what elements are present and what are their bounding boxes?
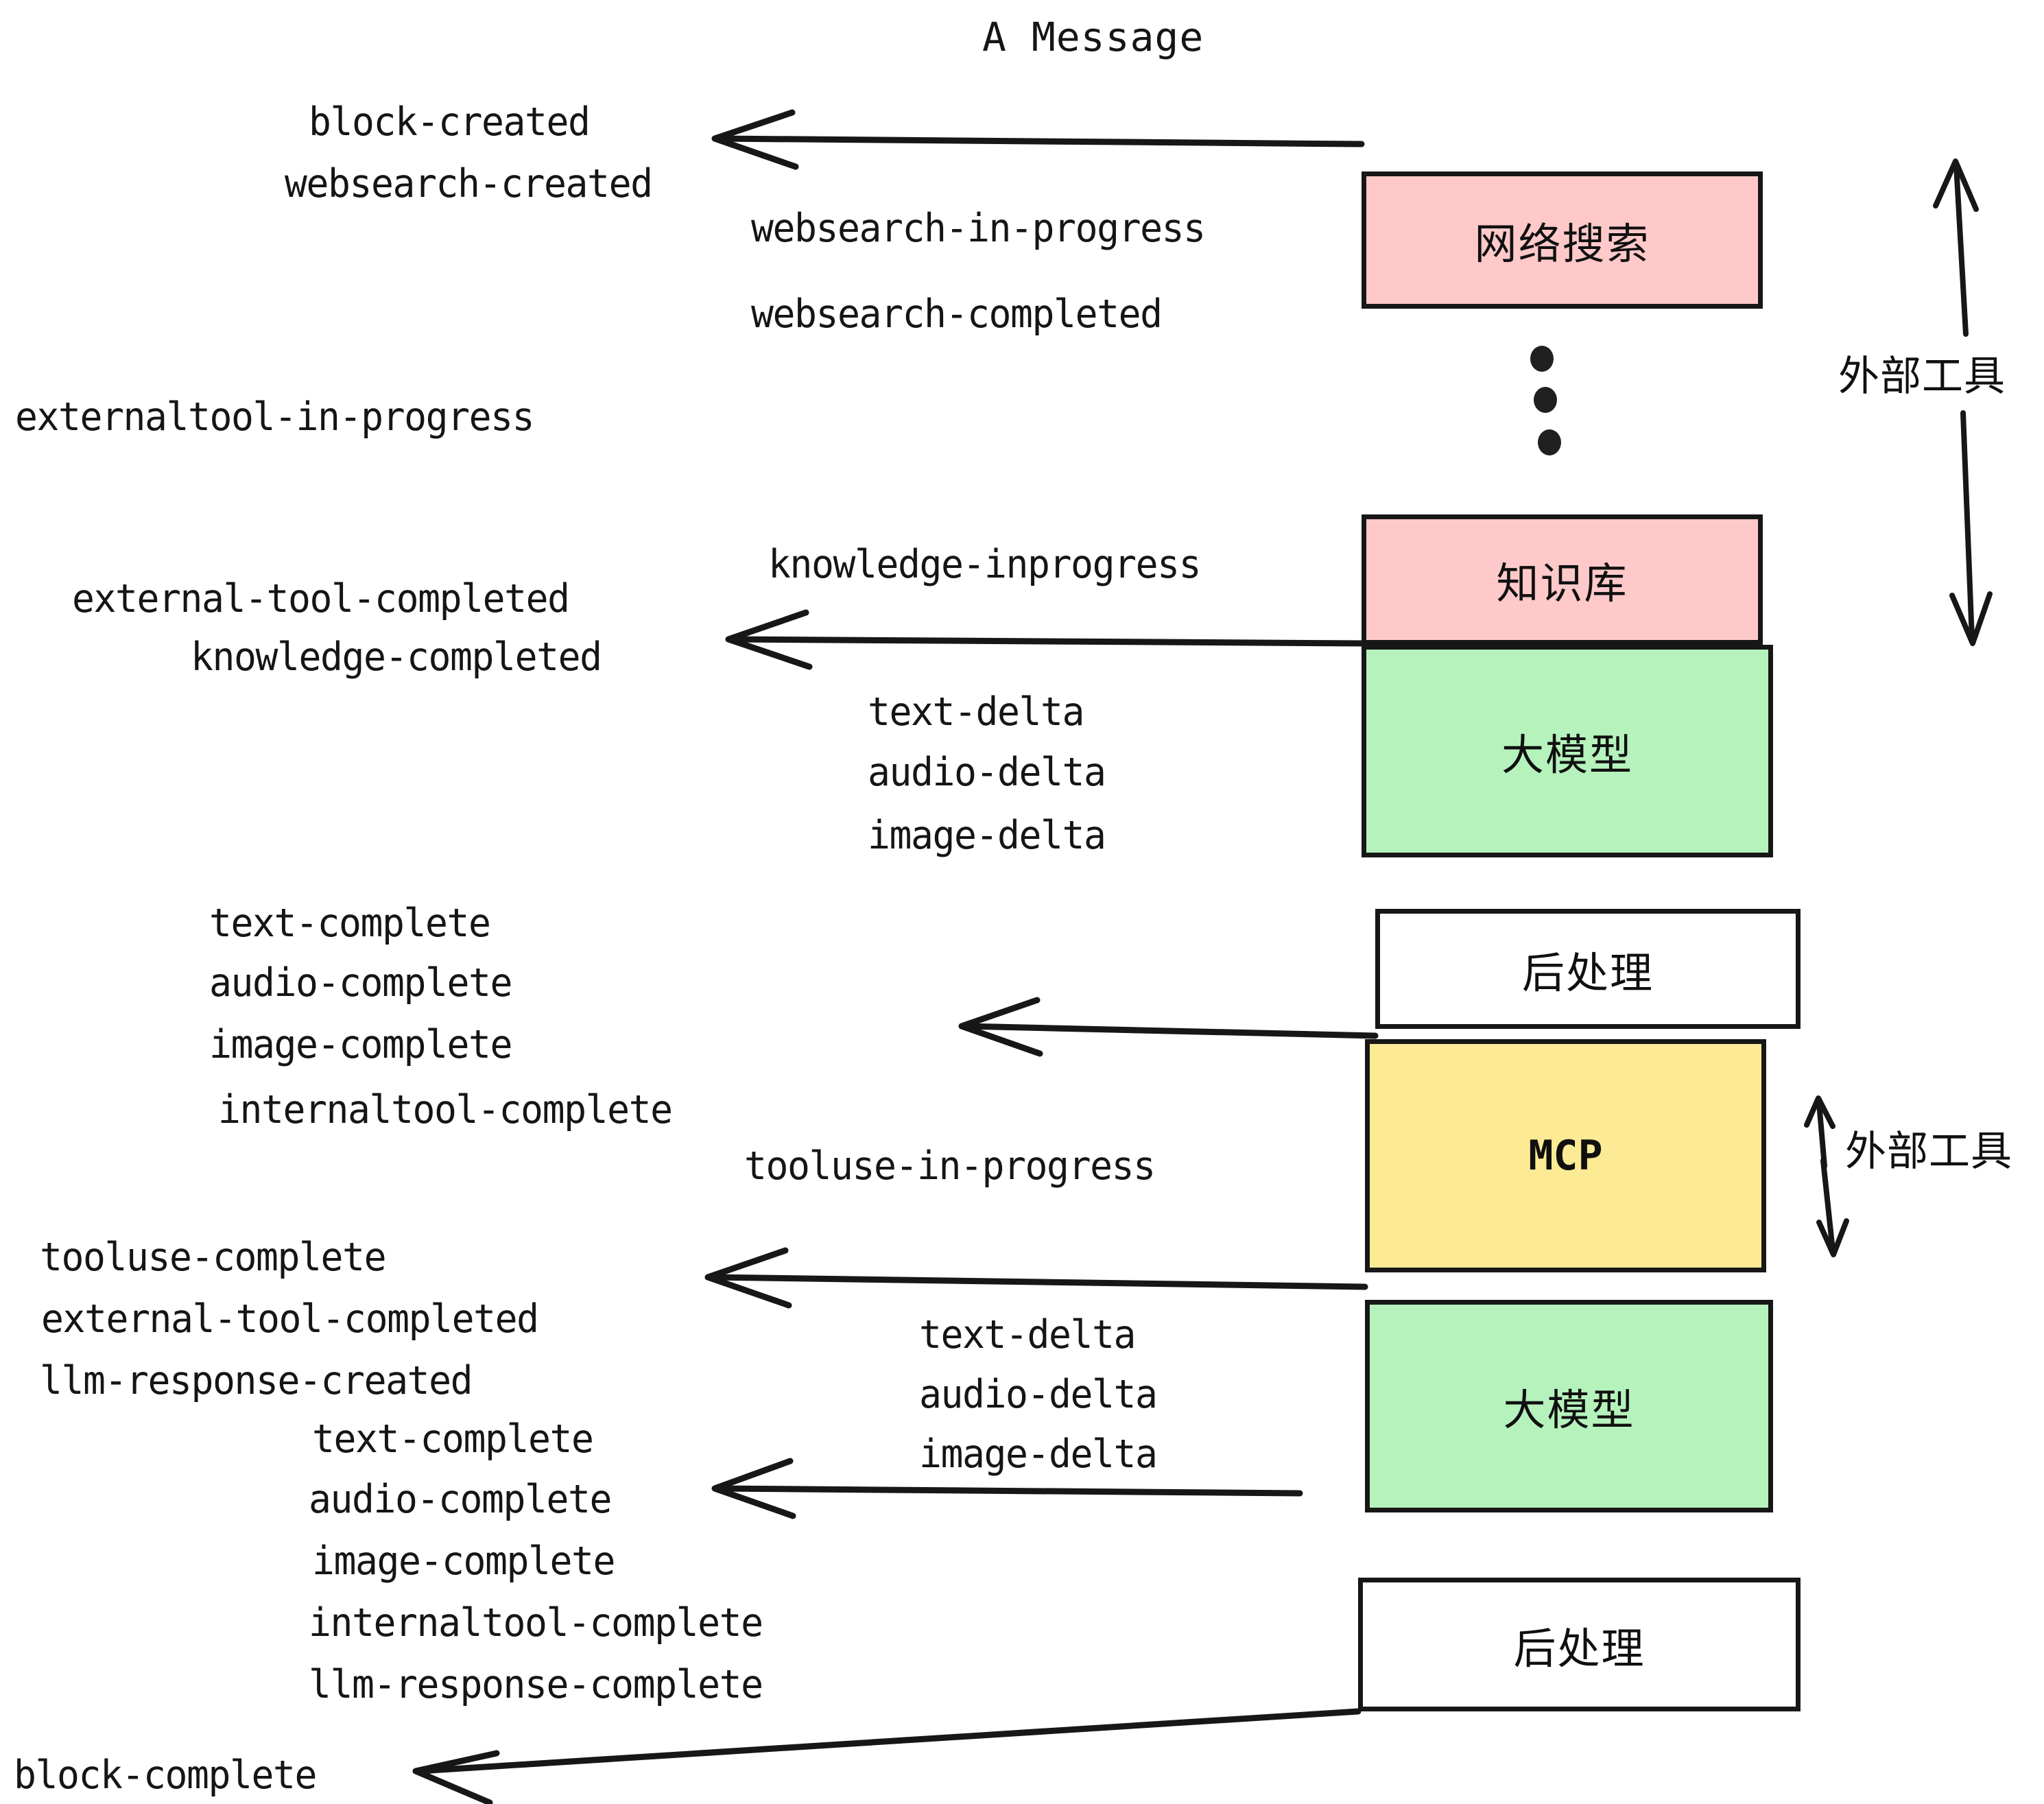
bracket-label-external-tools-bottom: 外部工具 [1845,1128,2012,1176]
arrow-image-complete [958,997,1379,1057]
node-llm-second[interactable]: 大模型 [1365,1300,1773,1512]
arrow-tooluse-complete [704,1247,1368,1309]
event-label-block-complete: block-complete [14,1753,318,1798]
event-label-text-delta-1: text-delta [868,689,1084,735]
event-label-image-complete-1: image-complete [209,1022,513,1067]
node-mcp[interactable]: MCP [1365,1039,1766,1272]
event-label-audio-complete-2: audio-complete [309,1477,613,1522]
event-label-external-tool-completed-1: external-tool-completed [72,576,570,621]
event-label-text-complete-2: text-complete [312,1416,594,1462]
arrow-block-created [711,109,1365,170]
node-websearch[interactable]: 网络搜索 [1362,171,1763,309]
bracket-external-tools-bottom [1804,1095,1849,1257]
event-label-audio-complete-1: audio-complete [209,960,513,1006]
node-postprocess-first[interactable]: 后处理 [1375,909,1801,1029]
diagram-title: A Message [982,14,1204,60]
event-label-knowledge-completed: knowledge-completed [191,634,602,680]
event-label-websearch-created: websearch-created [285,161,653,206]
event-label-image-delta-2: image-delta [919,1432,1158,1477]
node-postprocess-second[interactable]: 后处理 [1358,1578,1801,1711]
event-label-audio-delta-2: audio-delta [919,1372,1158,1417]
event-label-llm-response-created: llm-response-created [40,1358,473,1403]
event-label-internaltool-complete-1: internaltool-complete [218,1087,673,1132]
event-label-llm-response-complete: llm-response-complete [309,1662,763,1707]
event-label-external-tool-completed-2: external-tool-completed [41,1296,539,1342]
event-label-block-created: block-created [309,99,591,145]
event-label-tooluse-in-progress: tooluse-in-progress [744,1143,1156,1189]
event-label-externaltool-in-progress: externaltool-in-progress [15,394,535,440]
node-llm-first[interactable]: 大模型 [1362,645,1773,857]
event-label-knowledge-inprogress: knowledge-inprogress [768,542,1202,587]
event-label-image-delta-1: image-delta [868,813,1106,858]
event-label-image-complete-2: image-complete [312,1539,616,1584]
bracket-label-external-tools-top: 外部工具 [1838,353,2006,401]
event-label-text-delta-2: text-delta [919,1312,1136,1357]
arrow-knowledge-completed [725,609,1368,670]
event-label-audio-delta-1: audio-delta [868,750,1106,795]
node-knowledge[interactable]: 知识库 [1362,514,1763,645]
event-label-websearch-in-progress: websearch-in-progress [751,206,1206,251]
arrow-block-complete [412,1708,1362,1804]
ellipsis-dots [1530,346,1561,455]
event-label-websearch-completed: websearch-completed [751,292,1163,337]
event-label-tooluse-complete: tooluse-complete [40,1235,387,1280]
event-label-internaltool-complete-2: internaltool-complete [309,1600,763,1646]
event-label-text-complete-1: text-complete [209,901,491,946]
